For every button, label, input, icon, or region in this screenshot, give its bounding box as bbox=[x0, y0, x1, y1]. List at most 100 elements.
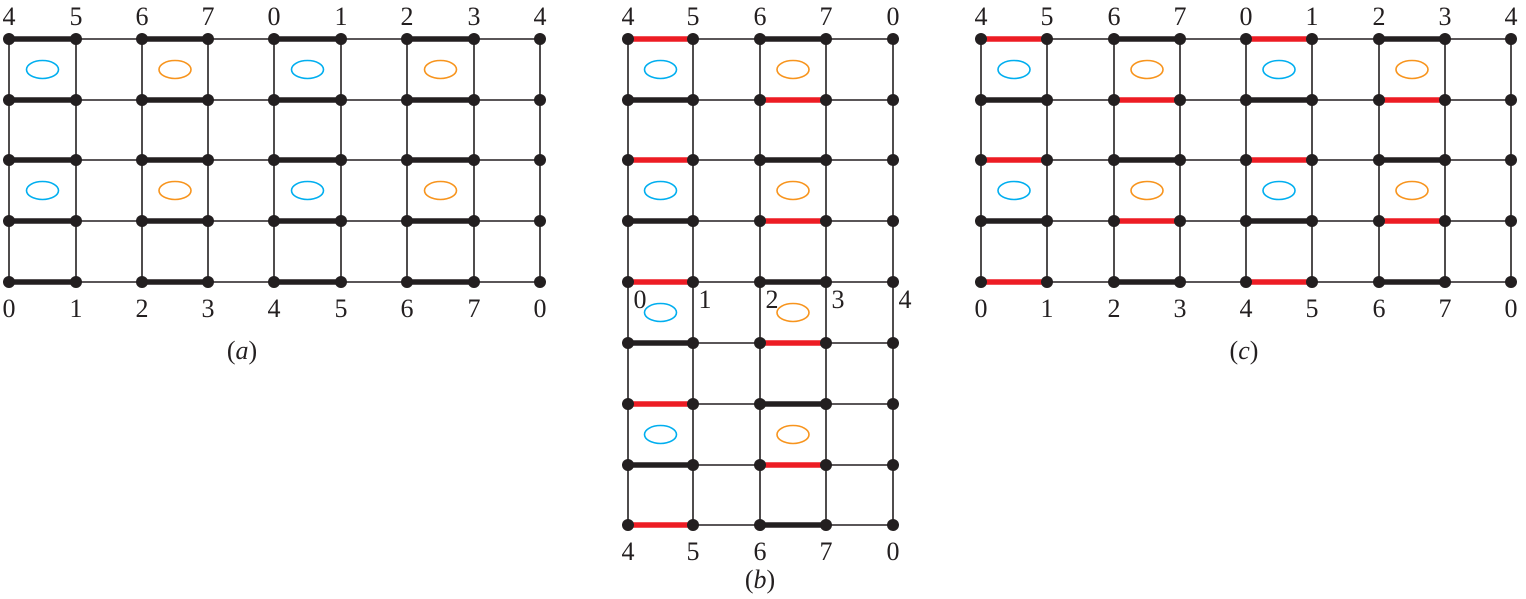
lattice-node bbox=[1174, 154, 1186, 166]
thick-bonds bbox=[981, 36, 1445, 285]
plaquette-markers bbox=[997, 59, 1429, 201]
top-site-label: 0 bbox=[887, 2, 900, 31]
orange-ellipse-icon bbox=[1395, 59, 1429, 80]
lattice-node bbox=[3, 33, 15, 45]
lattice-node bbox=[1505, 154, 1517, 166]
blue-ellipse-icon bbox=[643, 424, 678, 445]
lattice-node bbox=[1041, 215, 1053, 227]
lattice-node bbox=[1240, 154, 1252, 166]
lattice-node bbox=[687, 337, 699, 349]
lattice-node bbox=[1505, 33, 1517, 45]
top-site-label: 4 bbox=[3, 2, 16, 31]
lattice-node bbox=[136, 94, 148, 106]
middle-site-label: 1 bbox=[699, 285, 712, 314]
lattice-node bbox=[70, 33, 82, 45]
lattice-node bbox=[820, 459, 832, 471]
middle-site-label: 0 bbox=[634, 285, 647, 314]
lattice-node bbox=[468, 154, 480, 166]
lattice-node bbox=[754, 398, 766, 410]
bottom-site-label: 1 bbox=[70, 294, 83, 323]
lattice-node bbox=[887, 519, 899, 531]
bottom-site-label: 2 bbox=[1108, 294, 1121, 323]
orange-ellipse-icon bbox=[1130, 180, 1164, 201]
lattice-node bbox=[687, 519, 699, 531]
lattice-node bbox=[468, 33, 480, 45]
lattice-node bbox=[268, 33, 280, 45]
lattice-node bbox=[1240, 276, 1252, 288]
lattice-node bbox=[401, 276, 413, 288]
bottom-site-label: 2 bbox=[136, 294, 149, 323]
lattice-nodes bbox=[3, 33, 546, 288]
lattice-node bbox=[534, 94, 546, 106]
lattice-node bbox=[136, 276, 148, 288]
lattice-node bbox=[820, 94, 832, 106]
lattice-node bbox=[1108, 94, 1120, 106]
lattice-node bbox=[975, 154, 987, 166]
bottom-site-label: 1 bbox=[1041, 294, 1054, 323]
lattice-node bbox=[1108, 33, 1120, 45]
lattice-node bbox=[820, 215, 832, 227]
bottom-site-label: 0 bbox=[975, 294, 988, 323]
top-site-label: 0 bbox=[1240, 2, 1253, 31]
lattice-node bbox=[268, 154, 280, 166]
plaquette-markers bbox=[643, 59, 810, 445]
lattice-node bbox=[335, 215, 347, 227]
middle-site-label: 2 bbox=[766, 285, 779, 314]
lattice-node bbox=[3, 276, 15, 288]
lattice-node bbox=[622, 459, 634, 471]
lattice-node bbox=[975, 276, 987, 288]
lattice-node bbox=[687, 398, 699, 410]
lattice-node bbox=[1439, 94, 1451, 106]
lattice-node bbox=[202, 154, 214, 166]
orange-ellipse-icon bbox=[776, 59, 810, 80]
lattice-node bbox=[887, 459, 899, 471]
bottom-site-label: 5 bbox=[335, 294, 348, 323]
bottom-site-label: 5 bbox=[1306, 294, 1319, 323]
lattice-node bbox=[687, 215, 699, 227]
lattice-node bbox=[975, 215, 987, 227]
lattice-node bbox=[622, 398, 634, 410]
lattice-node bbox=[820, 398, 832, 410]
lattice-node bbox=[268, 276, 280, 288]
lattice-node bbox=[335, 33, 347, 45]
top-site-label: 3 bbox=[1439, 2, 1452, 31]
lattice-node bbox=[1174, 94, 1186, 106]
lattice-node bbox=[202, 276, 214, 288]
lattice-node bbox=[534, 276, 546, 288]
lattice-node bbox=[401, 215, 413, 227]
top-site-label: 1 bbox=[335, 2, 348, 31]
top-site-label: 0 bbox=[268, 2, 281, 31]
blue-ellipse-icon bbox=[643, 302, 678, 323]
orange-ellipse-icon bbox=[423, 59, 458, 80]
lattice-node bbox=[335, 154, 347, 166]
lattice-node bbox=[887, 154, 899, 166]
top-site-label: 7 bbox=[1174, 2, 1187, 31]
top-site-label: 4 bbox=[622, 2, 635, 31]
lattice-node bbox=[1439, 215, 1451, 227]
bottom-site-label: 0 bbox=[1505, 294, 1518, 323]
lattice-node bbox=[622, 215, 634, 227]
bottom-site-label: 0 bbox=[534, 294, 547, 323]
lattice-node bbox=[687, 154, 699, 166]
bottom-site-label: 3 bbox=[1174, 294, 1187, 323]
lattice-node bbox=[335, 94, 347, 106]
orange-ellipse-icon bbox=[158, 180, 192, 201]
lattice-node bbox=[534, 154, 546, 166]
lattice-node bbox=[1174, 33, 1186, 45]
lattice-node bbox=[754, 33, 766, 45]
blue-ellipse-icon bbox=[25, 59, 60, 80]
lattice-node bbox=[887, 33, 899, 45]
lattice-node bbox=[754, 337, 766, 349]
orange-ellipse-icon bbox=[776, 424, 810, 445]
lattice-node bbox=[754, 519, 766, 531]
lattice-node bbox=[975, 33, 987, 45]
top-site-label: 5 bbox=[1041, 2, 1054, 31]
lattice-node bbox=[136, 33, 148, 45]
top-site-label: 7 bbox=[820, 2, 833, 31]
top-site-label: 4 bbox=[534, 2, 547, 31]
lattice-node bbox=[887, 337, 899, 349]
